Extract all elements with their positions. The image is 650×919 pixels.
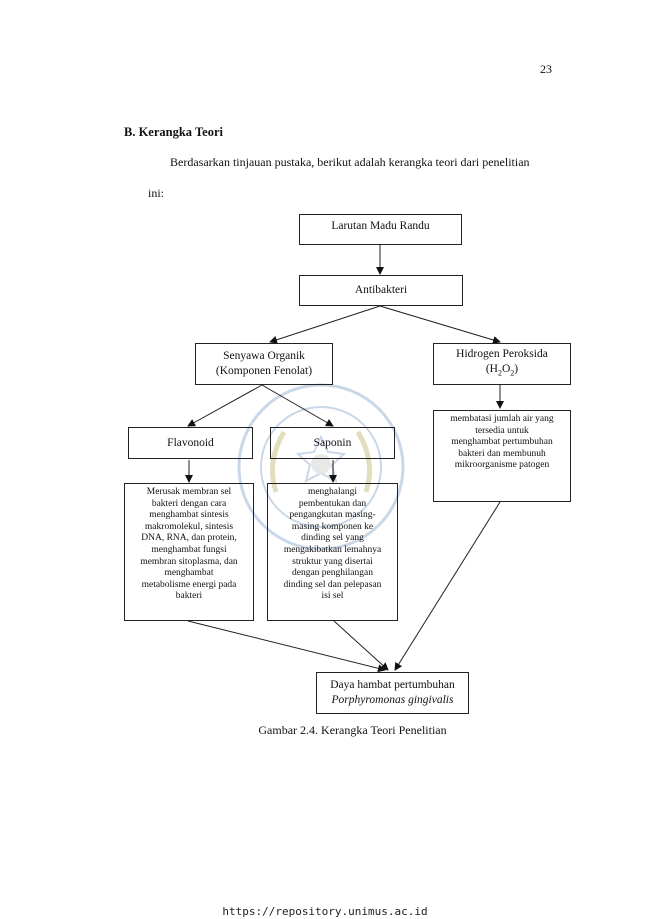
figure-caption: Gambar 2.4. Kerangka Teori Penelitian [258, 723, 447, 737]
arrow-senyawa-saponin [261, 384, 334, 427]
repository-url[interactable]: https://repository.unimus.ac.id [222, 905, 428, 918]
daya-label-1: Daya hambat pertumbuhan [330, 679, 455, 691]
saponin-desc-box: menghalangi pembentukan dan pengangkutan… [267, 483, 398, 621]
paragraph-line-2: ini: [148, 186, 165, 200]
flavonoid-desc-box: Merusak membran sel bakteri dengan cara … [124, 483, 254, 621]
saponin-label: Saponin [313, 436, 352, 449]
arrow-hidrogen-daya [394, 501, 501, 671]
hidrogen-formula: (H2O2) [485, 363, 519, 378]
arrow-saponin-daya [333, 620, 389, 671]
larutan-madu-randu-box: Larutan Madu Randu [299, 214, 462, 245]
arrow-antibakteri-senyawa [269, 305, 381, 344]
paragraph-line-1: Berdasarkan tinjauan pustaka, berikut ad… [170, 155, 530, 169]
saponin-box: Saponin [270, 427, 395, 459]
senyawa-organik-box: Senyawa Organik (Komponen Fenolat) [195, 343, 333, 385]
daya-label-2: Porphyromonas gingivalis [331, 694, 454, 706]
larutan-label: Larutan Madu Randu [331, 220, 430, 232]
arrow-flavonoid-daya [187, 620, 386, 673]
flavonoid-label: Flavonoid [167, 436, 214, 449]
senyawa-label-2: (Komponen Fenolat) [215, 365, 313, 377]
antibakteri-box: Antibakteri [299, 275, 463, 306]
senyawa-label-1: Senyawa Organik [223, 350, 305, 362]
page-number: 23 [540, 62, 552, 76]
university-seal-watermark [237, 383, 405, 551]
arrow-antibakteri-hidrogen [379, 305, 501, 344]
hidrogen-label-1: Hidrogen Peroksida [456, 348, 548, 361]
hidrogen-peroksida-box: Hidrogen Peroksida (H2O2) [433, 343, 571, 385]
arrow-senyawa-flavonoid [187, 384, 263, 427]
daya-hambat-box: Daya hambat pertumbuhan Porphyromonas gi… [316, 672, 469, 714]
section-heading: B. Kerangka Teori [124, 125, 223, 139]
flavonoid-box: Flavonoid [128, 427, 253, 459]
hidrogen-desc-box: membatasi jumlah air yang tersedia untuk… [433, 410, 571, 502]
antibakteri-label: Antibakteri [354, 284, 408, 296]
